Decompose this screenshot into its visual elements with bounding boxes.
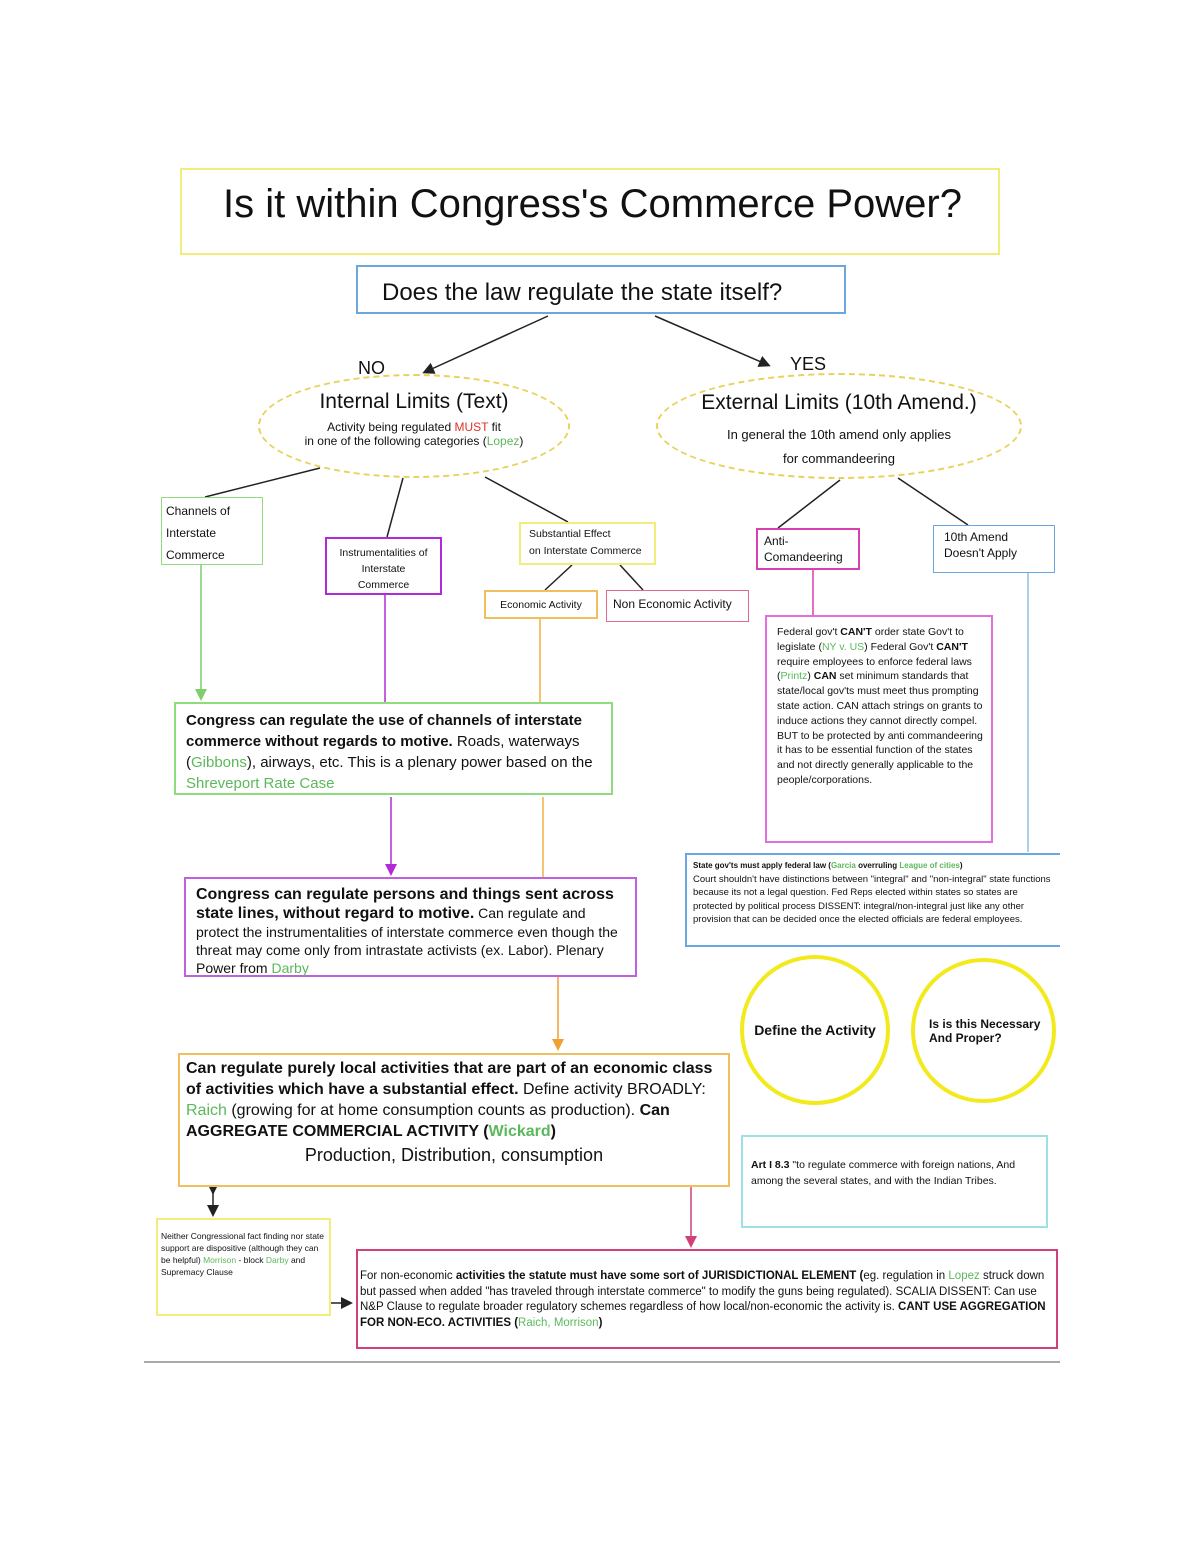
non-economic-rule-box: For non-economic activities the statute … bbox=[356, 1249, 1058, 1349]
article-clause-box: Art I 8.3 "to regulate commerce with for… bbox=[741, 1135, 1048, 1228]
tenth-amend-not-apply-box: 10th Amend Doesn't Apply bbox=[933, 525, 1055, 573]
external-limits-title: External Limits (10th Amend.) bbox=[701, 391, 977, 414]
state-gov-box: State gov'ts must apply federal law (Gar… bbox=[685, 853, 1060, 947]
no-arrow bbox=[422, 315, 549, 374]
yes-arrow bbox=[654, 315, 771, 367]
substantial-effect-category: Substantial Effect on Interstate Commerc… bbox=[519, 522, 656, 565]
necessary-proper-circle: Is is this Necessary And Proper? bbox=[911, 958, 1056, 1103]
neither-fact-finding-box: Neither Congressional fact finding nor s… bbox=[156, 1218, 331, 1316]
federal-gov-box: Federal gov't CAN'T order state Gov't to… bbox=[765, 615, 993, 843]
channels-rule-box: Congress can regulate the use of channel… bbox=[174, 702, 613, 795]
channels-category: Channels of Interstate Commerce bbox=[161, 497, 263, 565]
title-box: Is it within Congress's Commerce Power? bbox=[180, 168, 1000, 255]
external-limits-ellipse: External Limits (10th Amend.) In general… bbox=[656, 373, 1022, 479]
instrumentalities-category: Instrumentalities of Interstate Commerce bbox=[325, 537, 442, 595]
question-box: Does the law regulate the state itself? bbox=[356, 265, 846, 314]
state-gov-heading: State gov'ts must apply federal law (Gar… bbox=[693, 861, 963, 870]
non-economic-activity-category: Non Economic Activity bbox=[606, 590, 749, 622]
production-footer: Production, Distribution, consumption bbox=[304, 1145, 604, 1165]
persons-things-rule-box: Congress can regulate persons and things… bbox=[184, 877, 637, 977]
define-activity-circle: Define the Activity bbox=[740, 955, 890, 1105]
internal-limits-title: Internal Limits (Text) bbox=[319, 390, 509, 413]
anti-commandeering-box: Anti- Comandeering bbox=[756, 528, 860, 570]
no-label: NO bbox=[358, 358, 385, 378]
yes-label: YES bbox=[790, 354, 827, 374]
economic-activity-category: Economic Activity bbox=[484, 590, 598, 619]
question-text: Does the law regulate the state itself? bbox=[382, 279, 783, 306]
aggregation-rule-box: Can regulate purely local activities tha… bbox=[178, 1053, 730, 1187]
line bbox=[204, 467, 321, 498]
page-title: Is it within Congress's Commerce Power? bbox=[223, 182, 962, 226]
internal-limits-ellipse: Internal Limits (Text) Activity being re… bbox=[258, 374, 570, 478]
